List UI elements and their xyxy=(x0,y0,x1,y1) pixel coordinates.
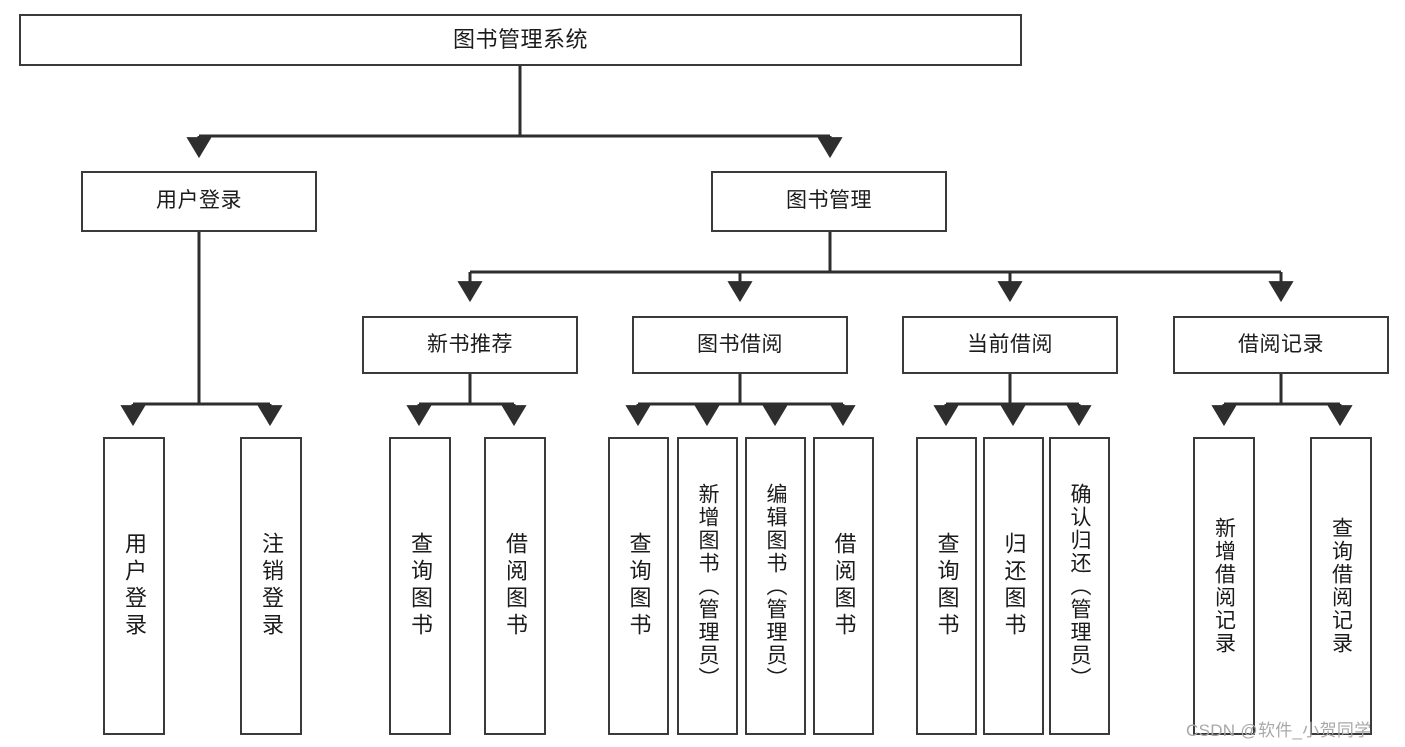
leaf-edit-book-label: 编辑图书（管理员） xyxy=(764,482,787,690)
leaf-add-record[interactable]: 新增借阅记录 xyxy=(1193,437,1255,735)
leaf-confirm-return[interactable]: 确认归还（管理员） xyxy=(1049,437,1110,735)
leaf-add-book-label: 新增图书（管理员） xyxy=(696,482,719,690)
node-book-borrow-label: 图书借阅 xyxy=(697,332,783,356)
leaf-borrow-book-1[interactable]: 借阅图书 xyxy=(484,437,546,735)
leaf-add-book[interactable]: 新增图书（管理员） xyxy=(677,437,738,735)
leaf-user-login[interactable]: 用户登录 xyxy=(103,437,165,735)
leaf-logout[interactable]: 注销登录 xyxy=(240,437,302,735)
node-new-book-recommend[interactable]: 新书推荐 xyxy=(362,316,578,374)
node-user-login[interactable]: 用户登录 xyxy=(81,171,317,232)
leaf-edit-book[interactable]: 编辑图书（管理员） xyxy=(745,437,806,735)
leaf-borrow-book-1-label: 借阅图书 xyxy=(503,532,528,640)
node-current-borrow[interactable]: 当前借阅 xyxy=(902,316,1118,374)
node-book-manage-label: 图书管理 xyxy=(786,189,872,213)
node-borrow-record[interactable]: 借阅记录 xyxy=(1173,316,1389,374)
leaf-query-book-3-label: 查询图书 xyxy=(934,532,960,640)
node-book-manage[interactable]: 图书管理 xyxy=(711,171,947,232)
leaf-user-login-label: 用户登录 xyxy=(122,532,147,640)
leaf-borrow-book-2[interactable]: 借阅图书 xyxy=(813,437,874,735)
node-borrow-record-label: 借阅记录 xyxy=(1238,332,1324,356)
leaf-query-book-1[interactable]: 查询图书 xyxy=(389,437,451,735)
leaf-query-book-1-label: 查询图书 xyxy=(408,532,433,640)
leaf-return-book-label: 归还图书 xyxy=(1001,532,1027,640)
leaf-logout-label: 注销登录 xyxy=(259,532,284,640)
leaf-query-record[interactable]: 查询借阅记录 xyxy=(1310,437,1372,735)
node-root[interactable]: 图书管理系统 xyxy=(19,14,1022,66)
leaf-confirm-return-label: 确认归还（管理员） xyxy=(1068,482,1091,690)
leaf-add-record-label: 新增借阅记录 xyxy=(1212,517,1236,655)
leaf-return-book[interactable]: 归还图书 xyxy=(983,437,1044,735)
leaf-query-book-2[interactable]: 查询图书 xyxy=(608,437,669,735)
leaf-borrow-book-2-label: 借阅图书 xyxy=(831,532,857,640)
watermark: CSDN @软件_小贺同学 xyxy=(1186,721,1372,740)
node-root-label: 图书管理系统 xyxy=(452,27,588,53)
node-user-login-label: 用户登录 xyxy=(156,189,242,213)
node-current-borrow-label: 当前借阅 xyxy=(967,332,1053,356)
node-book-borrow[interactable]: 图书借阅 xyxy=(632,316,848,374)
leaf-query-book-3[interactable]: 查询图书 xyxy=(916,437,977,735)
leaf-query-record-label: 查询借阅记录 xyxy=(1329,517,1353,655)
leaf-query-book-2-label: 查询图书 xyxy=(626,532,652,640)
node-new-book-recommend-label: 新书推荐 xyxy=(427,332,513,356)
